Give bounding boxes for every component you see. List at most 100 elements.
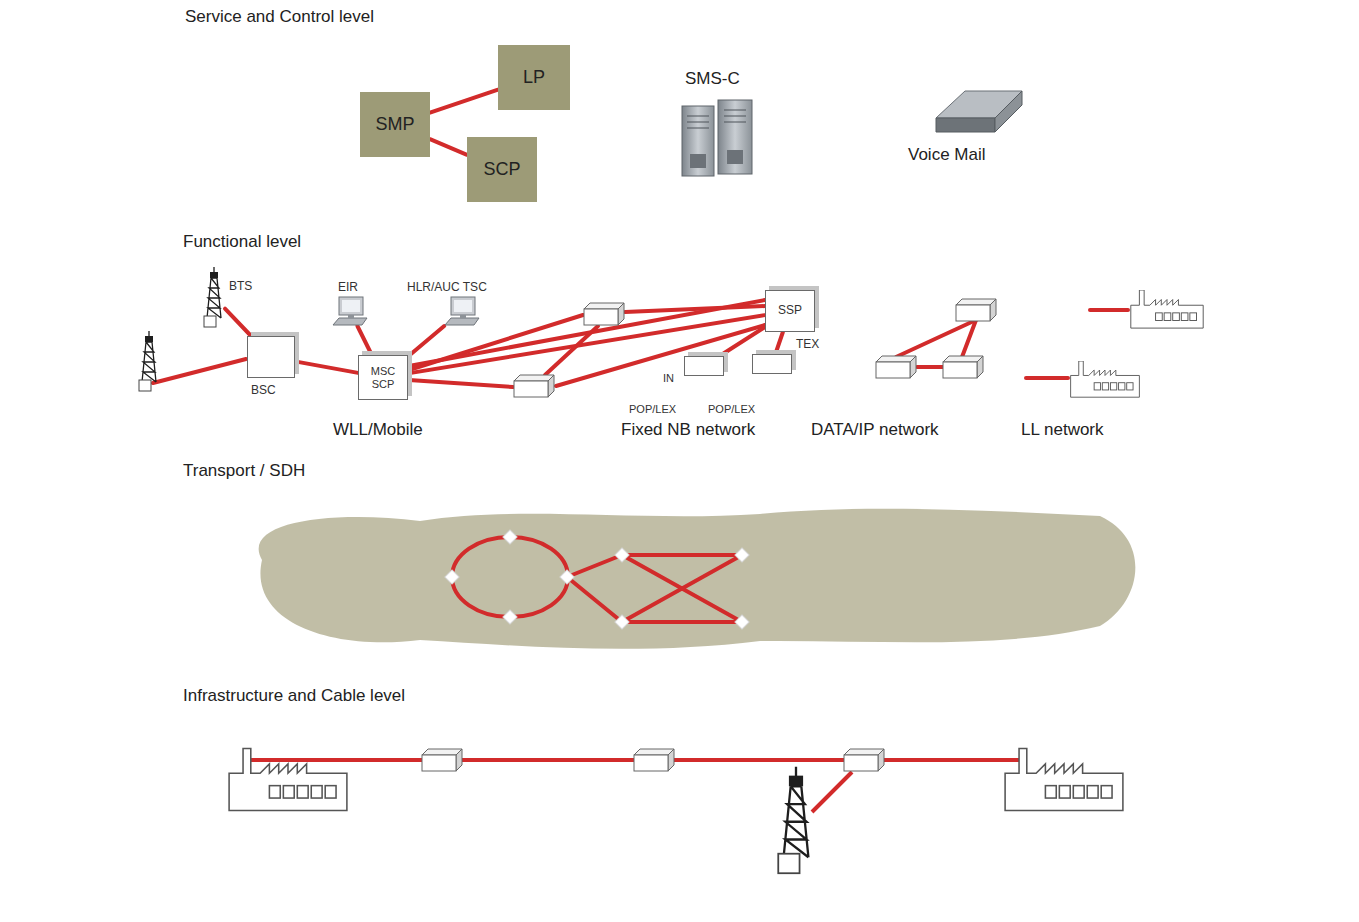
exchange-building	[229, 748, 347, 810]
ip-line	[917, 365, 943, 369]
radio-link	[153, 359, 246, 383]
node-label: TEX	[796, 338, 819, 351]
ip-line	[962, 320, 976, 357]
rect-part	[503, 530, 517, 544]
node-label: POP/LEX	[629, 403, 676, 415]
rect-part	[445, 570, 459, 584]
layer-plane	[0, 8, 1359, 212]
network-element: POP/LEX	[684, 356, 724, 376]
equipment-icon: SMS-C	[678, 98, 756, 178]
region-area	[980, 278, 1290, 442]
cable-joint	[422, 749, 462, 771]
pc-icon	[443, 296, 481, 326]
network-region: LL network	[980, 278, 1290, 442]
service-box: SCP	[467, 137, 537, 202]
switch-box	[514, 375, 554, 397]
leased-line	[1090, 308, 1128, 312]
region-shape	[600, 278, 915, 420]
pc-symbol	[333, 297, 367, 325]
functional-wiring	[153, 300, 1128, 387]
trunk-line	[409, 380, 513, 387]
layer-plane	[0, 462, 1359, 667]
note-label: IN	[663, 372, 674, 384]
sdh-network	[259, 509, 1136, 649]
rect-part	[735, 615, 749, 629]
region-label: LL network	[1021, 421, 1104, 440]
switch-box	[584, 303, 624, 325]
network-region: WLL/Mobile BTS EIR HLR/AUC TSC BSC MSC SCP	[45, 278, 725, 442]
service-box: LP	[498, 45, 570, 110]
layer-plane	[0, 687, 1359, 894]
pc-symbol	[445, 297, 479, 325]
region-label: Fixed NB network	[621, 421, 755, 440]
network-layer: Functional levelWLL/Mobile BTS EIR HLR/AUC …	[0, 233, 1359, 439]
layer-title: Functional level	[183, 233, 301, 252]
router-box	[876, 356, 916, 378]
pc-icon	[331, 296, 369, 326]
tower-symbol	[204, 267, 221, 327]
region-shape	[790, 278, 1100, 420]
network-element: POP/LEX	[752, 354, 792, 374]
equipment-icon: HLR/AUC TSC	[443, 296, 481, 326]
region-label: DATA/IP network	[811, 421, 939, 440]
sdh-mesh	[567, 555, 742, 622]
network-link	[225, 309, 251, 336]
plane-surface	[10, 487, 1330, 665]
plane-surface	[10, 712, 1330, 892]
network-link	[295, 361, 358, 373]
network-link	[408, 326, 444, 357]
rect-part	[560, 570, 574, 584]
coverage-cloud	[259, 509, 1136, 649]
region-shape	[45, 278, 725, 420]
node-label: EIR	[338, 281, 358, 294]
node-label: BSC	[251, 384, 276, 397]
layer-plane	[0, 233, 1359, 439]
node-label: LP	[523, 68, 545, 88]
plane-shadow	[14, 261, 1334, 440]
layer-title: Service and Control level	[185, 8, 374, 27]
node-label: POP/LEX	[708, 403, 755, 415]
g-part	[452, 537, 742, 622]
exchange-building	[1005, 748, 1123, 810]
network-element: BSC	[247, 336, 295, 378]
radio-tower	[778, 767, 808, 873]
equipment-icon: BTS	[203, 266, 225, 328]
node-label: SSP	[778, 304, 802, 317]
network-link	[430, 90, 498, 113]
sdh-ring	[452, 537, 568, 617]
network-element: MSC SCP	[358, 355, 408, 400]
radio-tower	[139, 331, 156, 391]
layer-title: Transport / SDH	[183, 462, 305, 481]
plane-surface	[10, 258, 1330, 437]
region-area	[790, 278, 1100, 442]
trunk-line	[625, 306, 765, 312]
cable-infrastructure	[229, 748, 1123, 873]
equipment-icon: EIR	[331, 296, 369, 326]
network-element: SSPTEX	[765, 290, 815, 332]
router-box	[943, 356, 983, 378]
router-box	[956, 299, 996, 321]
vmail-symbol	[936, 91, 1022, 132]
plane-shadow	[14, 715, 1334, 895]
sdh-nodes	[445, 530, 749, 629]
ip-line	[896, 320, 976, 357]
plane-shadow	[14, 36, 1334, 213]
network-layer: Service and Control levelLPSMPSCPSMS-CVo…	[0, 8, 1359, 212]
node-label: BTS	[229, 280, 252, 293]
layer-title: Infrastructure and Cable level	[183, 687, 405, 706]
rect-part	[503, 610, 517, 624]
cable-joint	[634, 749, 674, 771]
factory-icon	[1071, 361, 1140, 397]
node-label: SMS-C	[685, 70, 740, 89]
plane-surface	[10, 33, 1330, 210]
rect-part	[615, 548, 629, 562]
region-label: WLL/Mobile	[333, 421, 423, 440]
node-label: SCP	[483, 160, 520, 180]
network-region: DATA/IP network	[790, 278, 1100, 442]
rect-part	[735, 548, 749, 562]
node-label: MSC SCP	[371, 365, 395, 389]
equipment-icon: Voice Mail	[935, 88, 1023, 136]
